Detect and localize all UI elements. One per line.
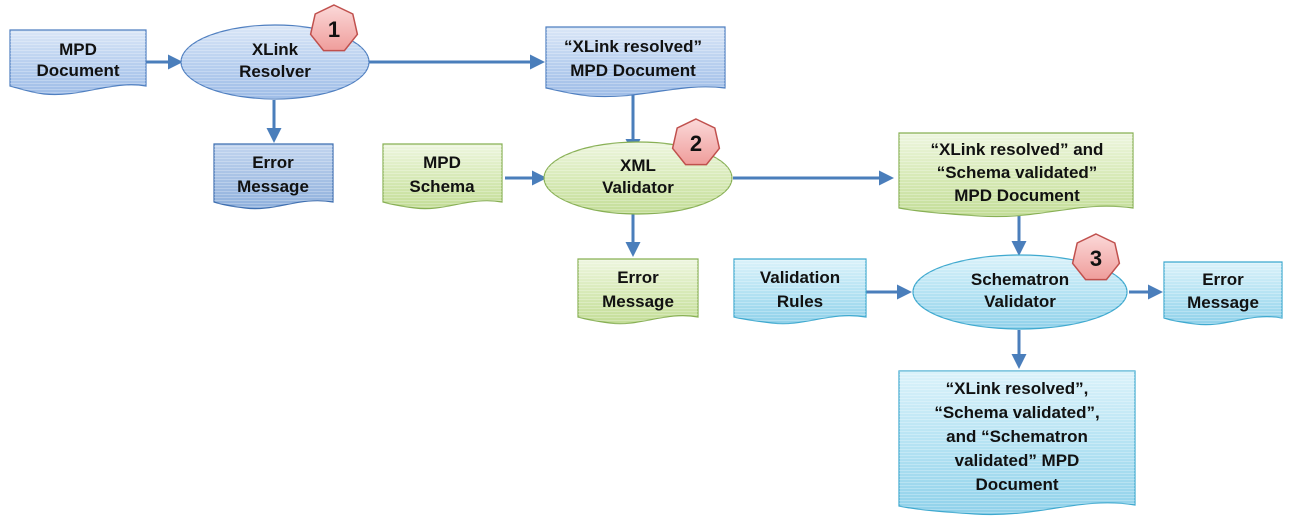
schema-validated-doc-label-line3: MPD Document [954,186,1080,205]
mpd-document-node: MPD Document [9,29,147,96]
step-1-badge: 1 [309,4,359,52]
step-2-badge: 2 [671,118,721,166]
mpd-schema-label-line1: MPD [423,153,461,172]
mpd-document-label-line1: MPD [59,40,97,59]
schematron-validator-label-line1: Schematron [971,270,1069,289]
validation-rules-node: Validation Rules [733,258,867,325]
xml-validator-label-line2: Validator [602,178,674,197]
mpd-schema-label-line2: Schema [409,177,475,196]
xlink-resolved-doc-label-line2: MPD Document [570,61,696,80]
step-2-number: 2 [690,131,702,156]
error-message-3-label-line2: Message [1187,293,1259,312]
schematron-validator-node: Schematron Validator [912,254,1128,330]
mpd-schema-node: MPD Schema [382,143,503,210]
error-message-2-node: Error Message [577,258,699,325]
xlink-resolver-label-line2: Resolver [239,62,311,81]
step-3-badge: 3 [1071,233,1121,281]
schema-validated-doc-label-line1: “XLink resolved” and [931,140,1104,159]
error-message-3-node: Error Message [1163,261,1283,326]
schema-validated-document-node: “XLink resolved” and “Schema validated” … [898,132,1134,218]
error-message-1-label-line1: Error [252,153,294,172]
error-message-2-label-line1: Error [617,268,659,287]
validation-rules-label-line2: Rules [777,292,823,311]
xlink-resolved-document-node: “XLink resolved” MPD Document [545,26,726,98]
final-doc-label-line3: and “Schematron [946,427,1088,446]
final-doc-label-line5: Document [975,475,1058,494]
heptagon-icon [309,4,359,52]
xlink-resolved-doc-label-line1: “XLink resolved” [564,37,702,56]
heptagon-icon [1071,233,1121,281]
final-doc-label-line1: “XLink resolved”, [946,379,1089,398]
error-message-1-label-line2: Message [237,177,309,196]
error-message-3-label-line1: Error [1202,270,1244,289]
step-1-number: 1 [328,17,340,42]
validation-rules-label-line1: Validation [760,268,840,287]
final-document-node: “XLink resolved”, “Schema validated”, an… [898,370,1136,516]
error-message-2-label-line2: Message [602,292,674,311]
error-message-1-node: Error Message [213,143,334,210]
schematron-validator-label-line2: Validator [984,292,1056,311]
mpd-document-label-line2: Document [36,61,119,80]
schema-validated-doc-label-line2: “Schema validated” [937,163,1098,182]
heptagon-icon [671,118,721,166]
final-doc-label-line4: validated” MPD [955,451,1080,470]
xml-validator-label-line1: XML [620,156,656,175]
edges [146,54,1163,369]
xlink-resolver-label-line1: XLink [252,40,299,59]
step-3-number: 3 [1090,246,1102,271]
final-doc-label-line2: “Schema validated”, [934,403,1099,422]
